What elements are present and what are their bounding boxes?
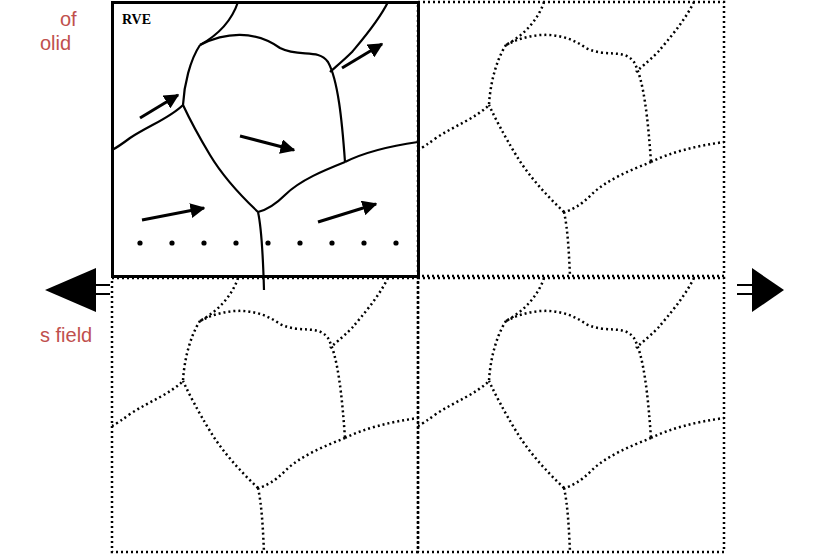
grain-boundaries bbox=[112, 2, 418, 290]
dotted-copies bbox=[112, 2, 724, 552]
cell-name: RVE bbox=[122, 12, 151, 28]
rve-cell: RVE bbox=[111, 1, 420, 278]
caption-fragment: s field bbox=[40, 324, 92, 346]
orientation-arrows bbox=[140, 44, 382, 222]
caption-fragment: olid bbox=[40, 32, 71, 54]
dot-row bbox=[137, 240, 398, 245]
caption-fragment: of bbox=[60, 8, 77, 30]
load-arrows bbox=[45, 268, 784, 312]
